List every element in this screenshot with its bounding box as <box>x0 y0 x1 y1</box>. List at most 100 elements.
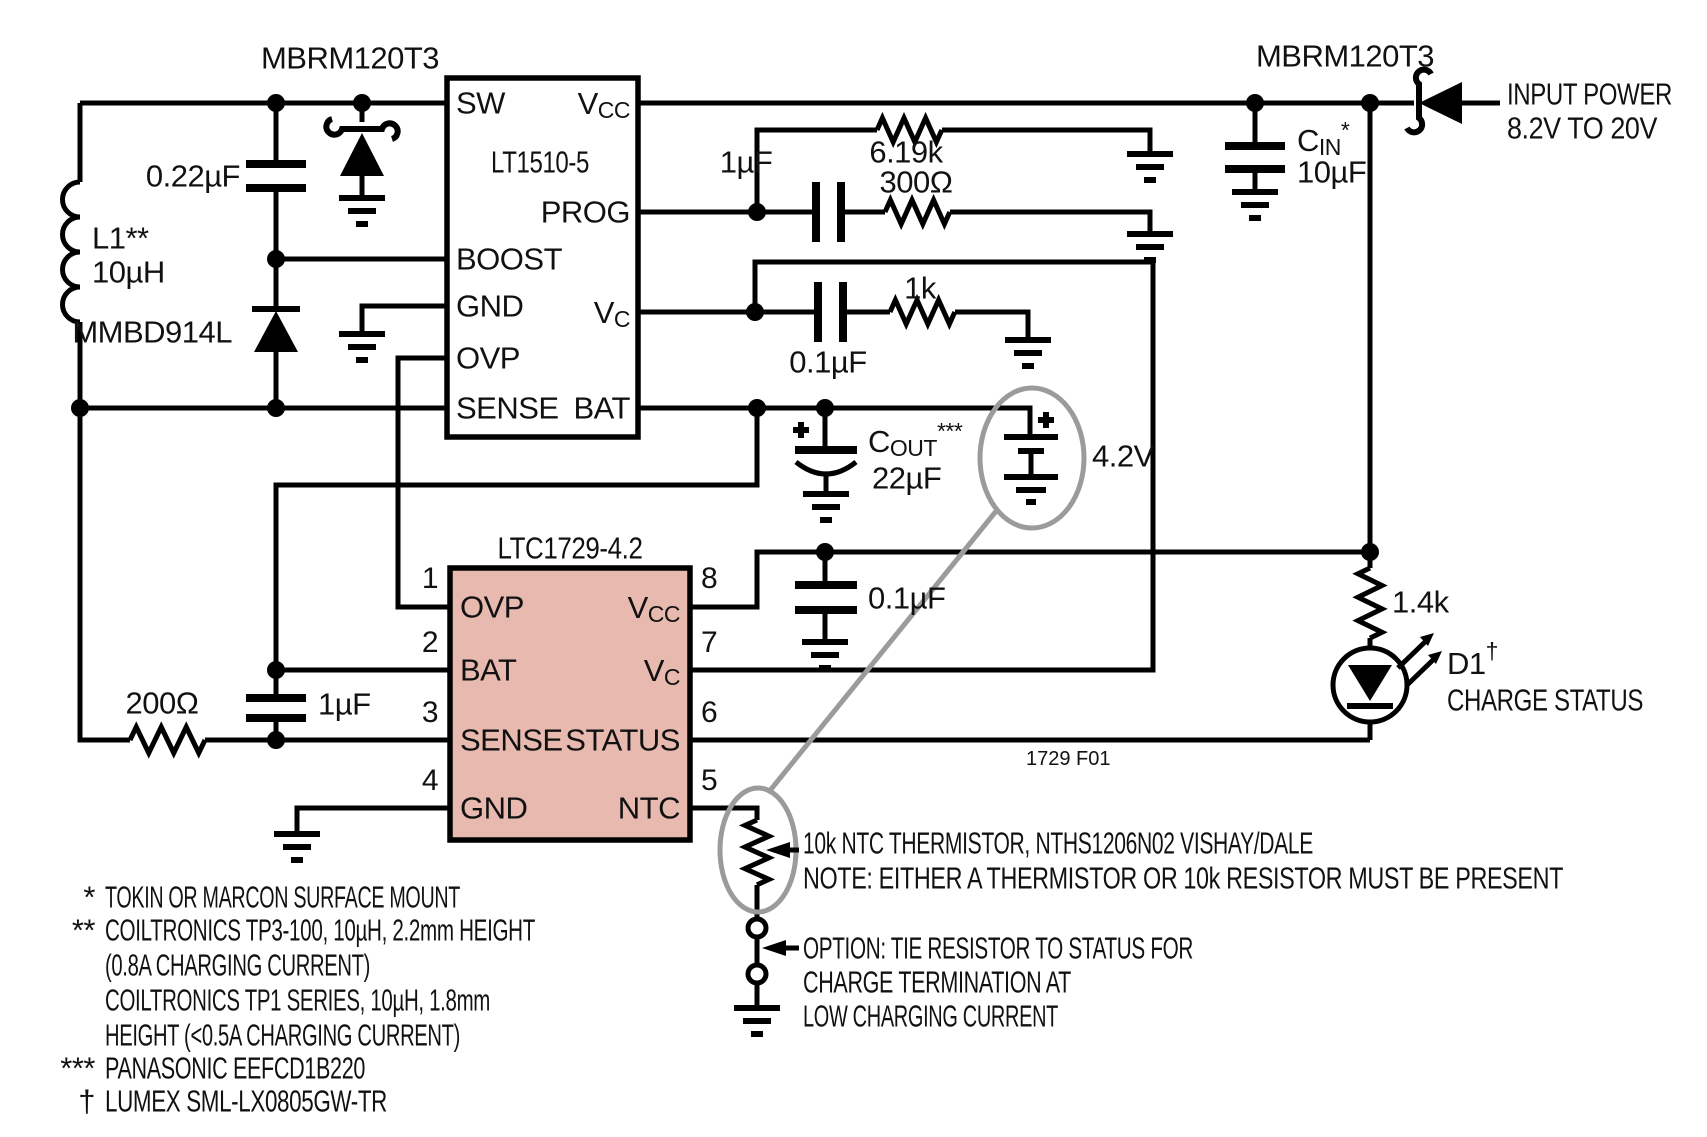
capacitor-01uf-vcc <box>795 581 857 614</box>
option-terminals <box>745 916 769 986</box>
pin-label-bat2: BAT <box>460 653 517 688</box>
footnote-text-5: HEIGHT (<0.5A CHARGING CURRENT) <box>105 1018 460 1053</box>
resistor-619k <box>874 111 945 149</box>
footnote-text-7: LUMEX SML-LX0805GW-TR <box>105 1084 387 1119</box>
ground-icon <box>734 1005 780 1037</box>
label-battery-voltage: 4.2V <box>1092 439 1155 474</box>
footnote-text-2: COILTRONICS TP3-100, 10µH, 2.2mm HEIGHT <box>105 913 535 948</box>
pin-number-5: 5 <box>701 764 717 797</box>
capacitor-cin-10uf <box>1225 142 1285 173</box>
label-r-prog: 300Ω <box>880 165 953 200</box>
pin-label-sw: SW <box>456 86 506 121</box>
label-r-14k: 1.4k <box>1392 585 1450 620</box>
pin-label-gnd2: GND <box>460 791 527 826</box>
label-ntc-note-1: 10k NTC THERMISTOR, NTHS1206N02 VISHAY/D… <box>803 826 1313 861</box>
footnote-marker-2: ** <box>72 913 96 948</box>
label-mbrm-left: MBRM120T3 <box>261 41 439 76</box>
label-r-1k: 1k <box>904 271 937 306</box>
pin-label-boost: BOOST <box>456 242 563 277</box>
component-labels: MBRM120T3 MBRM120T3 0.22µF L1** 10µH MMB… <box>72 39 1643 722</box>
ground-icon <box>802 639 848 671</box>
pin-label-status: STATUS <box>565 723 680 758</box>
pin-number-6: 6 <box>701 696 717 729</box>
pin-label-vcc2: VCC <box>628 590 680 628</box>
footnote-text-4: COILTRONICS TP1 SERIES, 10µH, 1.8mm <box>105 983 490 1018</box>
capacitor-cout-22uf <box>793 422 858 477</box>
inductor-l1 <box>60 179 81 325</box>
capacitor-01uf-vc <box>814 282 847 342</box>
ground-icon <box>1127 231 1173 263</box>
capacitor-022uf <box>246 160 306 192</box>
pin-number-4: 4 <box>422 764 438 797</box>
label-l1-name: L1** <box>92 221 149 256</box>
capacitor-1uf-sense <box>246 694 306 722</box>
pin-label-gnd: GND <box>456 289 523 324</box>
footnote-marker-3: *** <box>60 1051 95 1086</box>
label-cout: COUT*** <box>868 418 963 461</box>
pin-label-ovp: OVP <box>456 341 520 376</box>
ground-icon <box>803 491 849 523</box>
ground-icon <box>339 195 385 227</box>
chip-ltc1729-title: LTC1729-4.2 <box>498 531 643 566</box>
label-c-1uf: 1µF <box>318 687 371 722</box>
pin-label-ovp2: OVP <box>460 590 524 625</box>
pin-number-2: 2 <box>422 626 438 659</box>
footnote-marker-4: † <box>78 1084 95 1119</box>
label-option-note-1: OPTION: TIE RESISTOR TO STATUS FOR <box>803 931 1193 966</box>
pin-label-bat: BAT <box>574 391 631 426</box>
pin-number-7: 7 <box>701 626 717 659</box>
ground-icon <box>339 331 385 363</box>
resistor-300ohm <box>882 193 953 231</box>
chip-lt1510-title: LT1510-5 <box>491 145 589 180</box>
label-c-vc: 0.1µF <box>789 345 866 380</box>
ground-icon <box>274 831 320 863</box>
label-input-power-2: 8.2V TO 20V <box>1507 111 1658 146</box>
diode-mmbd914l <box>252 306 300 352</box>
label-ntc-note-2: NOTE: EITHER A THERMISTOR OR 10k RESISTO… <box>803 861 1563 896</box>
pin-label-ntc: NTC <box>618 791 680 826</box>
label-cin: CIN* <box>1297 117 1350 160</box>
junction-dots <box>71 94 1379 749</box>
label-c-prog: 1µF <box>720 145 773 180</box>
pin-label-vcc: VCC <box>578 86 630 124</box>
label-c-vcc2: 0.1µF <box>868 581 945 616</box>
annotations: INPUT POWER 8.2V TO 20V 1729 F01 10k NTC… <box>762 77 1673 1034</box>
footnotes: * TOKIN OR MARCON SURFACE MOUNT ** COILT… <box>60 880 536 1119</box>
pin-label-prog: PROG <box>541 195 630 230</box>
label-fig-id: 1729 F01 <box>1026 748 1111 770</box>
pin-number-1: 1 <box>422 562 438 595</box>
led-d1 <box>1330 633 1442 725</box>
pin-number-8: 8 <box>701 562 717 595</box>
label-r-200: 200Ω <box>126 686 199 721</box>
chip-lt1510: LT1510-5 SW BOOST GND OVP SENSE VCC PROG… <box>444 75 641 440</box>
label-d1: D1† <box>1447 638 1498 681</box>
label-l1-value: 10µH <box>92 255 165 290</box>
thermistor-10k <box>738 817 776 888</box>
label-input-power-1: INPUT POWER <box>1507 77 1672 112</box>
label-cin-value: 10µF <box>1297 155 1366 190</box>
option-arrow-head <box>762 940 786 956</box>
ground-icon <box>1005 337 1051 369</box>
pin-label-sense2: SENSE <box>460 723 563 758</box>
diode-mbrm120t3-right <box>1404 66 1462 136</box>
label-c-boost: 0.22µF <box>146 159 240 194</box>
resistor-14k <box>1352 565 1388 641</box>
diode-mbrm120t3-left <box>323 116 401 176</box>
ground-symbols <box>274 151 1278 1037</box>
ground-icon <box>1232 189 1278 221</box>
capacitor-1uf-prog <box>812 182 845 242</box>
chip-ltc1729: LTC1729-4.2 OVP BAT SENSE GND VCC VC STA… <box>422 531 718 843</box>
label-cout-value: 22µF <box>872 461 941 496</box>
resistor-200ohm <box>127 721 208 759</box>
label-r-619k: 6.19k <box>869 135 943 170</box>
label-option-note-2: CHARGE TERMINATION AT <box>803 965 1071 1000</box>
ntc-arrow-head <box>766 842 790 858</box>
pin-label-vc2: VC <box>644 653 680 691</box>
label-mbrm-right: MBRM120T3 <box>1256 39 1434 74</box>
footnote-text-3: (0.8A CHARGING CURRENT) <box>105 948 370 983</box>
ground-icon <box>1127 151 1173 183</box>
footnote-text-6: PANASONIC EEFCD1B220 <box>105 1051 365 1086</box>
resistor-1k <box>887 293 958 331</box>
label-charge-status: CHARGE STATUS <box>1447 683 1643 718</box>
